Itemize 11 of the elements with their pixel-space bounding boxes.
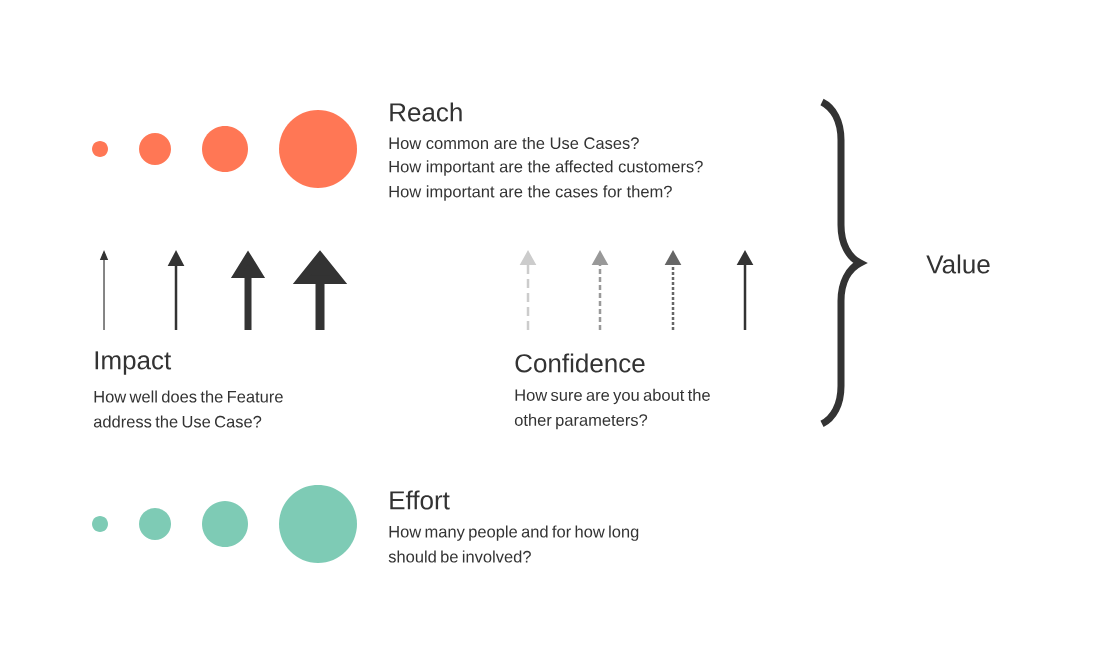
question-text: How important are the cases for them?: [389, 185, 672, 201]
question-text: How many people and for how long should be involved?: [388, 525, 639, 563]
question-text: How common are the Use Cases?: [389, 136, 639, 150]
heading: Confidence: [515, 353, 645, 373]
question-text: How well does the Feature address the Use Case?: [93, 390, 283, 428]
heading: Reach: [390, 102, 462, 122]
heading: Impact: [95, 351, 172, 375]
question-text: How sure are you about the other parameters?: [514, 388, 710, 430]
heading: Effort: [390, 490, 450, 510]
question-text: How important are the affected customers?: [389, 160, 703, 176]
heading: Value: [926, 254, 990, 274]
